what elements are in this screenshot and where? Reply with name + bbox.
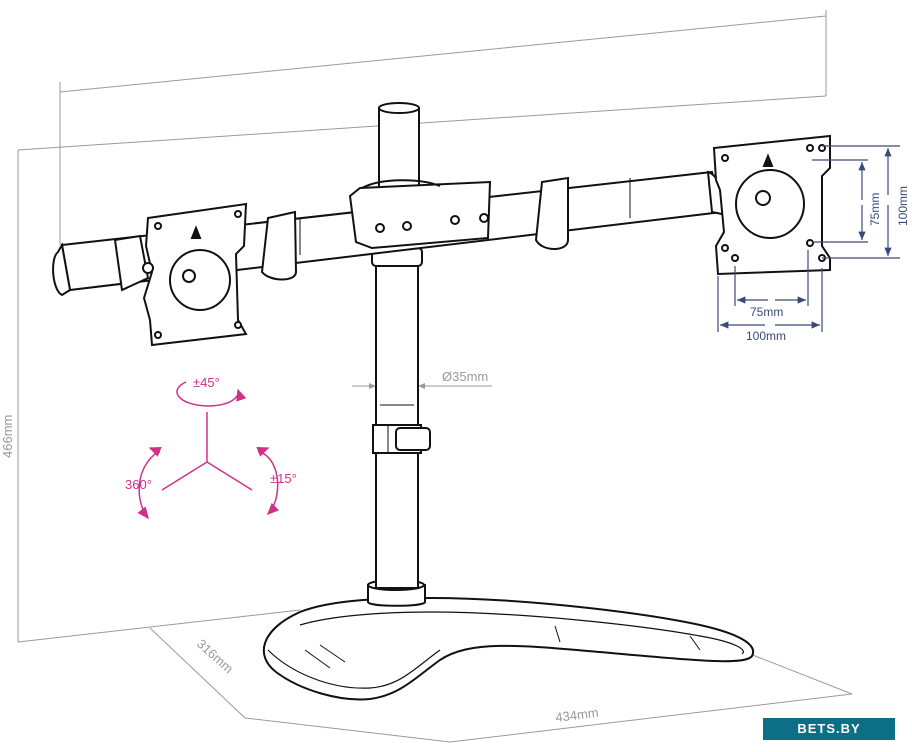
width-label: 434mm bbox=[555, 705, 600, 725]
vesa-plate-right bbox=[712, 134, 831, 276]
stand-base bbox=[262, 596, 755, 701]
tilt-label: ±45° bbox=[193, 375, 220, 390]
swivel-label: ±15° bbox=[270, 471, 297, 486]
depth-label: 316mm bbox=[194, 636, 236, 676]
rotate-label: 360° bbox=[125, 477, 152, 492]
stand-pole bbox=[367, 102, 431, 607]
pole-diameter-label: Ø35mm bbox=[442, 369, 488, 384]
vesa-small-width-label: 75mm bbox=[750, 305, 783, 319]
rotation-indicator: ±45° 360° ±15° bbox=[125, 375, 297, 520]
vesa-small-height-label: 75mm bbox=[868, 193, 882, 226]
height-label: 466mm bbox=[0, 415, 15, 458]
vesa-large-width-label: 100mm bbox=[746, 329, 786, 343]
vesa-large-height-label: 100mm bbox=[896, 186, 910, 226]
vesa-dimensions bbox=[717, 145, 900, 332]
dimension-lines bbox=[17, 10, 853, 743]
watermark-logo: BETS.BY bbox=[763, 718, 895, 740]
vesa-plate-left bbox=[113, 202, 248, 347]
